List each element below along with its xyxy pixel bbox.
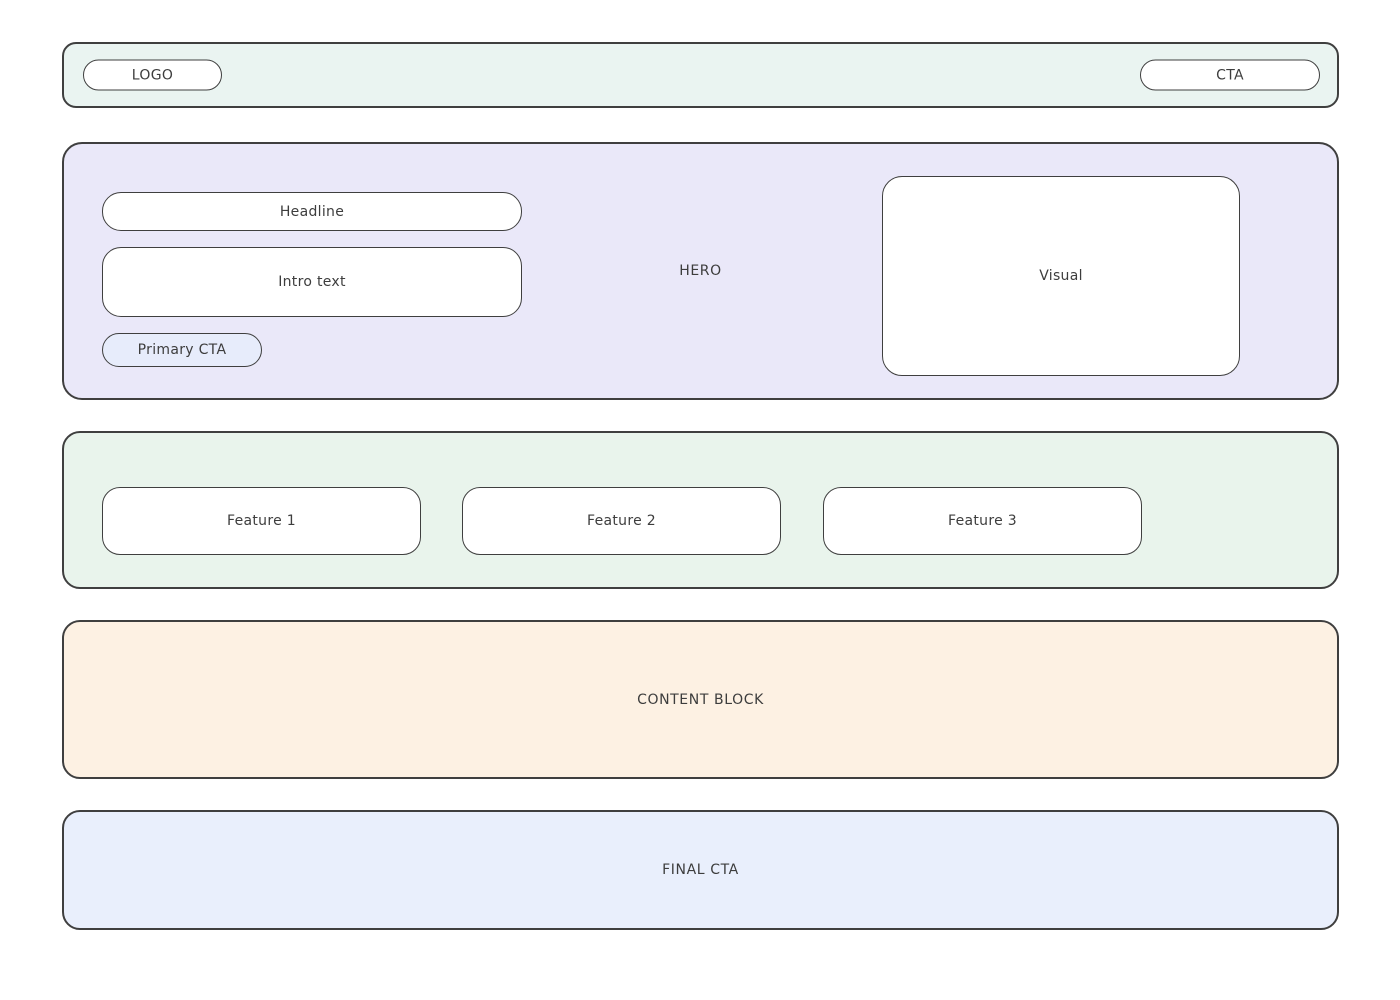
feature-2-label: Feature 2 <box>587 513 656 529</box>
feature-3-label: Feature 3 <box>948 513 1017 529</box>
final-cta-section: FINAL CTA <box>62 810 1339 930</box>
logo[interactable]: LOGO <box>83 59 222 91</box>
feature-card-1: Feature 1 <box>102 487 421 555</box>
hero-section-label: HERO <box>679 263 722 279</box>
primary-cta-label: Primary CTA <box>137 342 227 358</box>
hero-section: HERO Headline Intro text Primary CTA Vis… <box>62 142 1339 400</box>
intro-text-placeholder: Intro text <box>102 247 522 317</box>
visual-label: Visual <box>1039 268 1083 284</box>
logo-label: LOGO <box>131 67 174 83</box>
header-cta-label: CTA <box>1216 67 1244 83</box>
feature-card-2: Feature 2 <box>462 487 781 555</box>
content-block-label: CONTENT BLOCK <box>637 691 764 708</box>
headline-placeholder: Headline <box>102 192 522 231</box>
headline-label: Headline <box>279 203 345 220</box>
content-block-section: CONTENT BLOCK <box>62 620 1339 779</box>
features-section: Feature 1 Feature 2 Feature 3 <box>62 431 1339 589</box>
intro-text-label: Intro text <box>278 274 346 290</box>
final-cta-label: FINAL CTA <box>662 862 739 878</box>
feature-card-3: Feature 3 <box>823 487 1142 555</box>
visual-placeholder: Visual <box>882 176 1240 376</box>
primary-cta-button[interactable]: Primary CTA <box>102 333 262 367</box>
header-bar: LOGO CTA <box>62 42 1339 108</box>
header-cta-button[interactable]: CTA <box>1140 59 1320 91</box>
feature-1-label: Feature 1 <box>227 513 296 529</box>
